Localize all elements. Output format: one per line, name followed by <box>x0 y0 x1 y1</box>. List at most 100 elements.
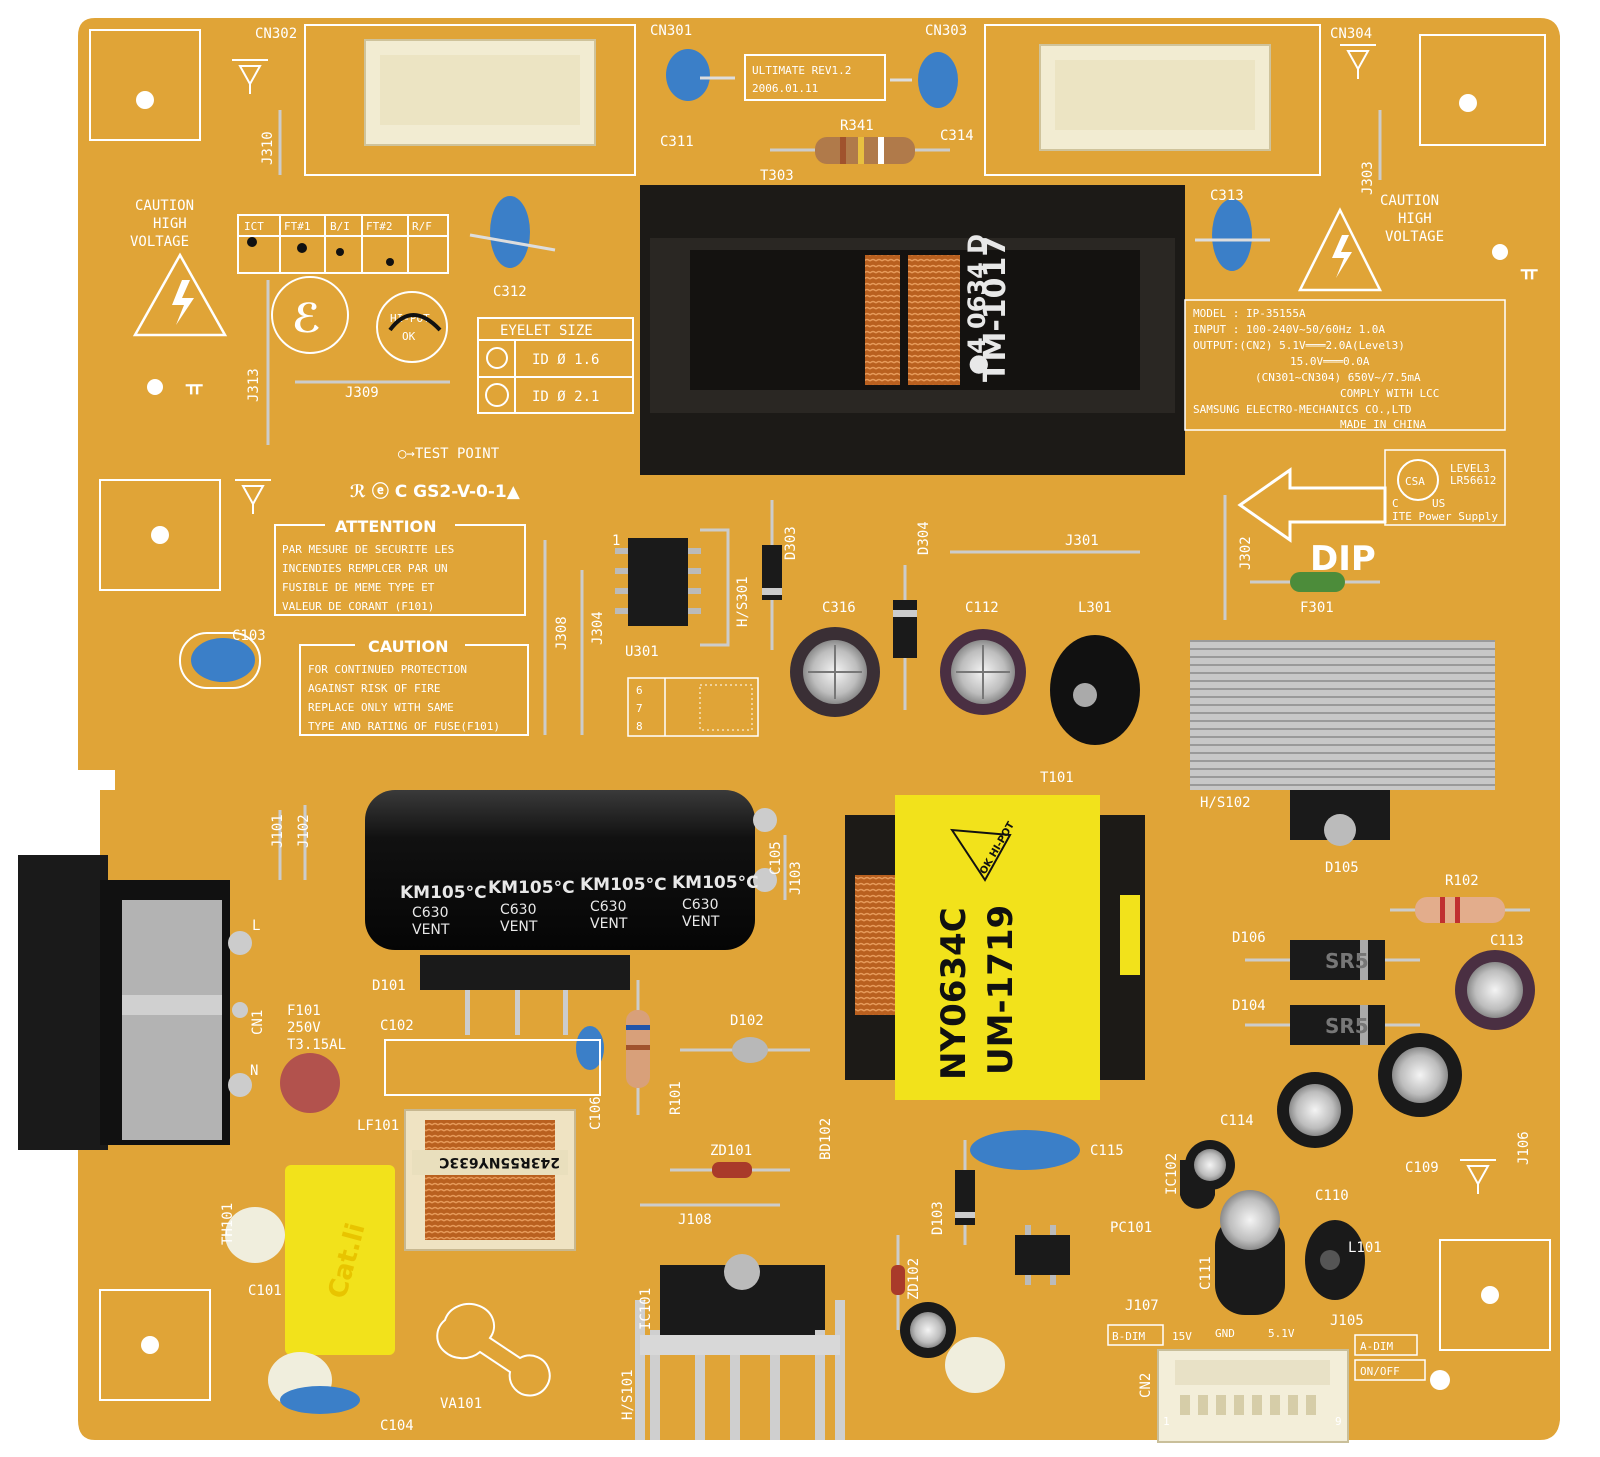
label-d104: D104 <box>1232 998 1266 1014</box>
svg-text:FT#1: FT#1 <box>284 220 311 233</box>
ground-symbols <box>232 44 1496 1194</box>
svg-text:HIGH: HIGH <box>153 216 187 232</box>
caution-high-voltage-right: CAUTION HIGH VOLTAGE <box>1297 193 1444 292</box>
svg-text:VOLTAGE: VOLTAGE <box>1385 229 1444 245</box>
diode-d303 <box>762 500 782 650</box>
svg-text:AGAINST RISK OF FIRE: AGAINST RISK OF FIRE <box>308 682 440 695</box>
label-j106: J106 <box>1516 1131 1532 1165</box>
svg-text:8: 8 <box>636 720 643 733</box>
connector-cn302 <box>304 24 636 176</box>
svg-text:VENT: VENT <box>682 914 720 930</box>
label-j101: J101 <box>270 814 286 848</box>
label-cn1: CN1 <box>250 1010 266 1035</box>
label-j308: J308 <box>554 616 570 650</box>
svg-text:15V: 15V <box>1172 1330 1192 1343</box>
connector-cn304 <box>984 24 1321 176</box>
label-c311: C311 <box>660 134 694 150</box>
svg-text:KM105°C: KM105°C <box>580 875 667 895</box>
label-c115: C115 <box>1090 1143 1124 1159</box>
svg-text:C630: C630 <box>412 905 449 921</box>
zener-zd101 <box>712 1162 752 1178</box>
svg-text:ATTENTION: ATTENTION <box>335 517 437 536</box>
x-capacitor-yellow <box>285 1165 395 1355</box>
svg-text:5.1V: 5.1V <box>1268 1327 1295 1340</box>
ground-mark-right: ㅠ <box>1520 261 1538 285</box>
label-hs102: H/S102 <box>1200 795 1251 811</box>
ac-inlet-cn1 <box>18 855 252 1150</box>
svg-text:FT#2: FT#2 <box>366 220 393 233</box>
label-j107: J107 <box>1125 1298 1159 1314</box>
label-r101: R101 <box>668 1081 684 1115</box>
svg-text:VALEUR DE CORANT (F101): VALEUR DE CORANT (F101) <box>282 600 434 613</box>
label-d304: D304 <box>916 521 932 555</box>
label-l301: L301 <box>1078 600 1112 616</box>
label-zd101: ZD101 <box>710 1143 752 1159</box>
svg-text:MADE IN CHINA: MADE IN CHINA <box>1340 418 1426 431</box>
ic-u301 <box>615 528 730 647</box>
test-point-label: ○→TEST POINT <box>398 446 500 462</box>
cn2-pin-legend: B-DIM 15V GND 5.1V A-DIM ON/OFF 1 9 <box>1107 1324 1426 1428</box>
label-cn302: CN302 <box>255 26 297 42</box>
label-j103: J103 <box>788 861 804 895</box>
dip-direction-arrow <box>1237 467 1387 543</box>
label-c104: C104 <box>380 1418 414 1434</box>
svg-text:A-DIM: A-DIM <box>1360 1340 1393 1353</box>
svg-text:KM105°C: KM105°C <box>488 878 575 898</box>
pattern-block: 6 7 8 <box>627 677 759 737</box>
resistor-r341 <box>815 137 915 164</box>
label-f301: F301 <box>1300 600 1334 616</box>
capacitor-c109 <box>1378 1033 1462 1117</box>
svg-text:LR56612: LR56612 <box>1450 474 1496 487</box>
certification-marks: ℛ ⓔ C GS2-V-0-1▲ <box>350 481 521 502</box>
svg-text:FOR CONTINUED PROTECTION: FOR CONTINUED PROTECTION <box>308 663 467 676</box>
svg-text:INCENDIES REMPLCER PAR UN: INCENDIES REMPLCER PAR UN <box>282 562 448 575</box>
svg-text:B-DIM: B-DIM <box>1112 1330 1145 1343</box>
heatsink-hs102 <box>1190 640 1495 846</box>
svg-text:VENT: VENT <box>590 916 628 932</box>
label-ic102: IC102 <box>1164 1153 1180 1195</box>
svg-text:CAUTION: CAUTION <box>1380 193 1439 209</box>
svg-text:ID Ø 1.6: ID Ø 1.6 <box>532 352 599 368</box>
label-c106: C106 <box>588 1096 604 1130</box>
d104-marking: SR5 <box>1325 1014 1369 1038</box>
transformer-t101 <box>845 795 1145 1100</box>
label-d105: D105 <box>1325 860 1359 876</box>
model-info-block: MODEL : IP-35155A INPUT : 100-240V~50/60… <box>1184 299 1506 431</box>
svg-text:SAMSUNG ELECTRO-MECHANICS CO.,: SAMSUNG ELECTRO-MECHANICS CO.,LTD <box>1193 403 1412 416</box>
blue-ceramic-capacitors <box>191 49 1252 1170</box>
zener-zd102 <box>891 1265 905 1295</box>
svg-text:INPUT : 100-240V~50/60Hz 1.: INPUT : 100-240V~50/60Hz 1.0A <box>1193 323 1385 336</box>
capacitor-c316 <box>790 627 880 717</box>
svg-text:ICT: ICT <box>244 220 264 233</box>
capacitor-c111 <box>1215 1190 1285 1315</box>
label-t303: T303 <box>760 168 794 184</box>
svg-text:OK: OK <box>402 330 416 343</box>
capacitor-small-bottom <box>900 1302 1005 1393</box>
resistor-r101 <box>626 980 650 1115</box>
label-c102: C102 <box>380 1018 414 1034</box>
connector-cn2 <box>1157 1349 1349 1443</box>
label-c113: C113 <box>1490 933 1524 949</box>
svg-text:EYELET SIZE: EYELET SIZE <box>500 323 593 339</box>
t303-code: ●4 0634 D <box>963 234 991 375</box>
svg-text:CAUTION: CAUTION <box>368 637 448 656</box>
label-cn2: CN2 <box>1138 1373 1154 1398</box>
lf101-marking: 243R55NY633C <box>439 1154 560 1170</box>
label-d102: D102 <box>730 1013 764 1029</box>
fuse-f101 <box>280 1053 340 1113</box>
svg-text:6: 6 <box>636 684 643 697</box>
d106-marking: SR5 <box>1325 949 1369 973</box>
svg-text:7: 7 <box>636 702 643 715</box>
svg-text:COMPLY WITH LCC: COMPLY WITH LCC <box>1340 387 1439 400</box>
inductor-l301 <box>1050 635 1140 745</box>
svg-text:REPLACE ONLY WITH SAME: REPLACE ONLY WITH SAME <box>308 701 454 714</box>
label-u301-pin1: 1 <box>612 533 620 549</box>
svg-text:R/F: R/F <box>412 220 432 233</box>
mounting-holes <box>89 29 1551 1401</box>
samsung-mark <box>271 276 349 354</box>
svg-text:US: US <box>1432 497 1445 510</box>
label-r341: R341 <box>840 118 874 134</box>
capacitor-c112 <box>940 629 1026 715</box>
label-u301: U301 <box>625 644 659 660</box>
